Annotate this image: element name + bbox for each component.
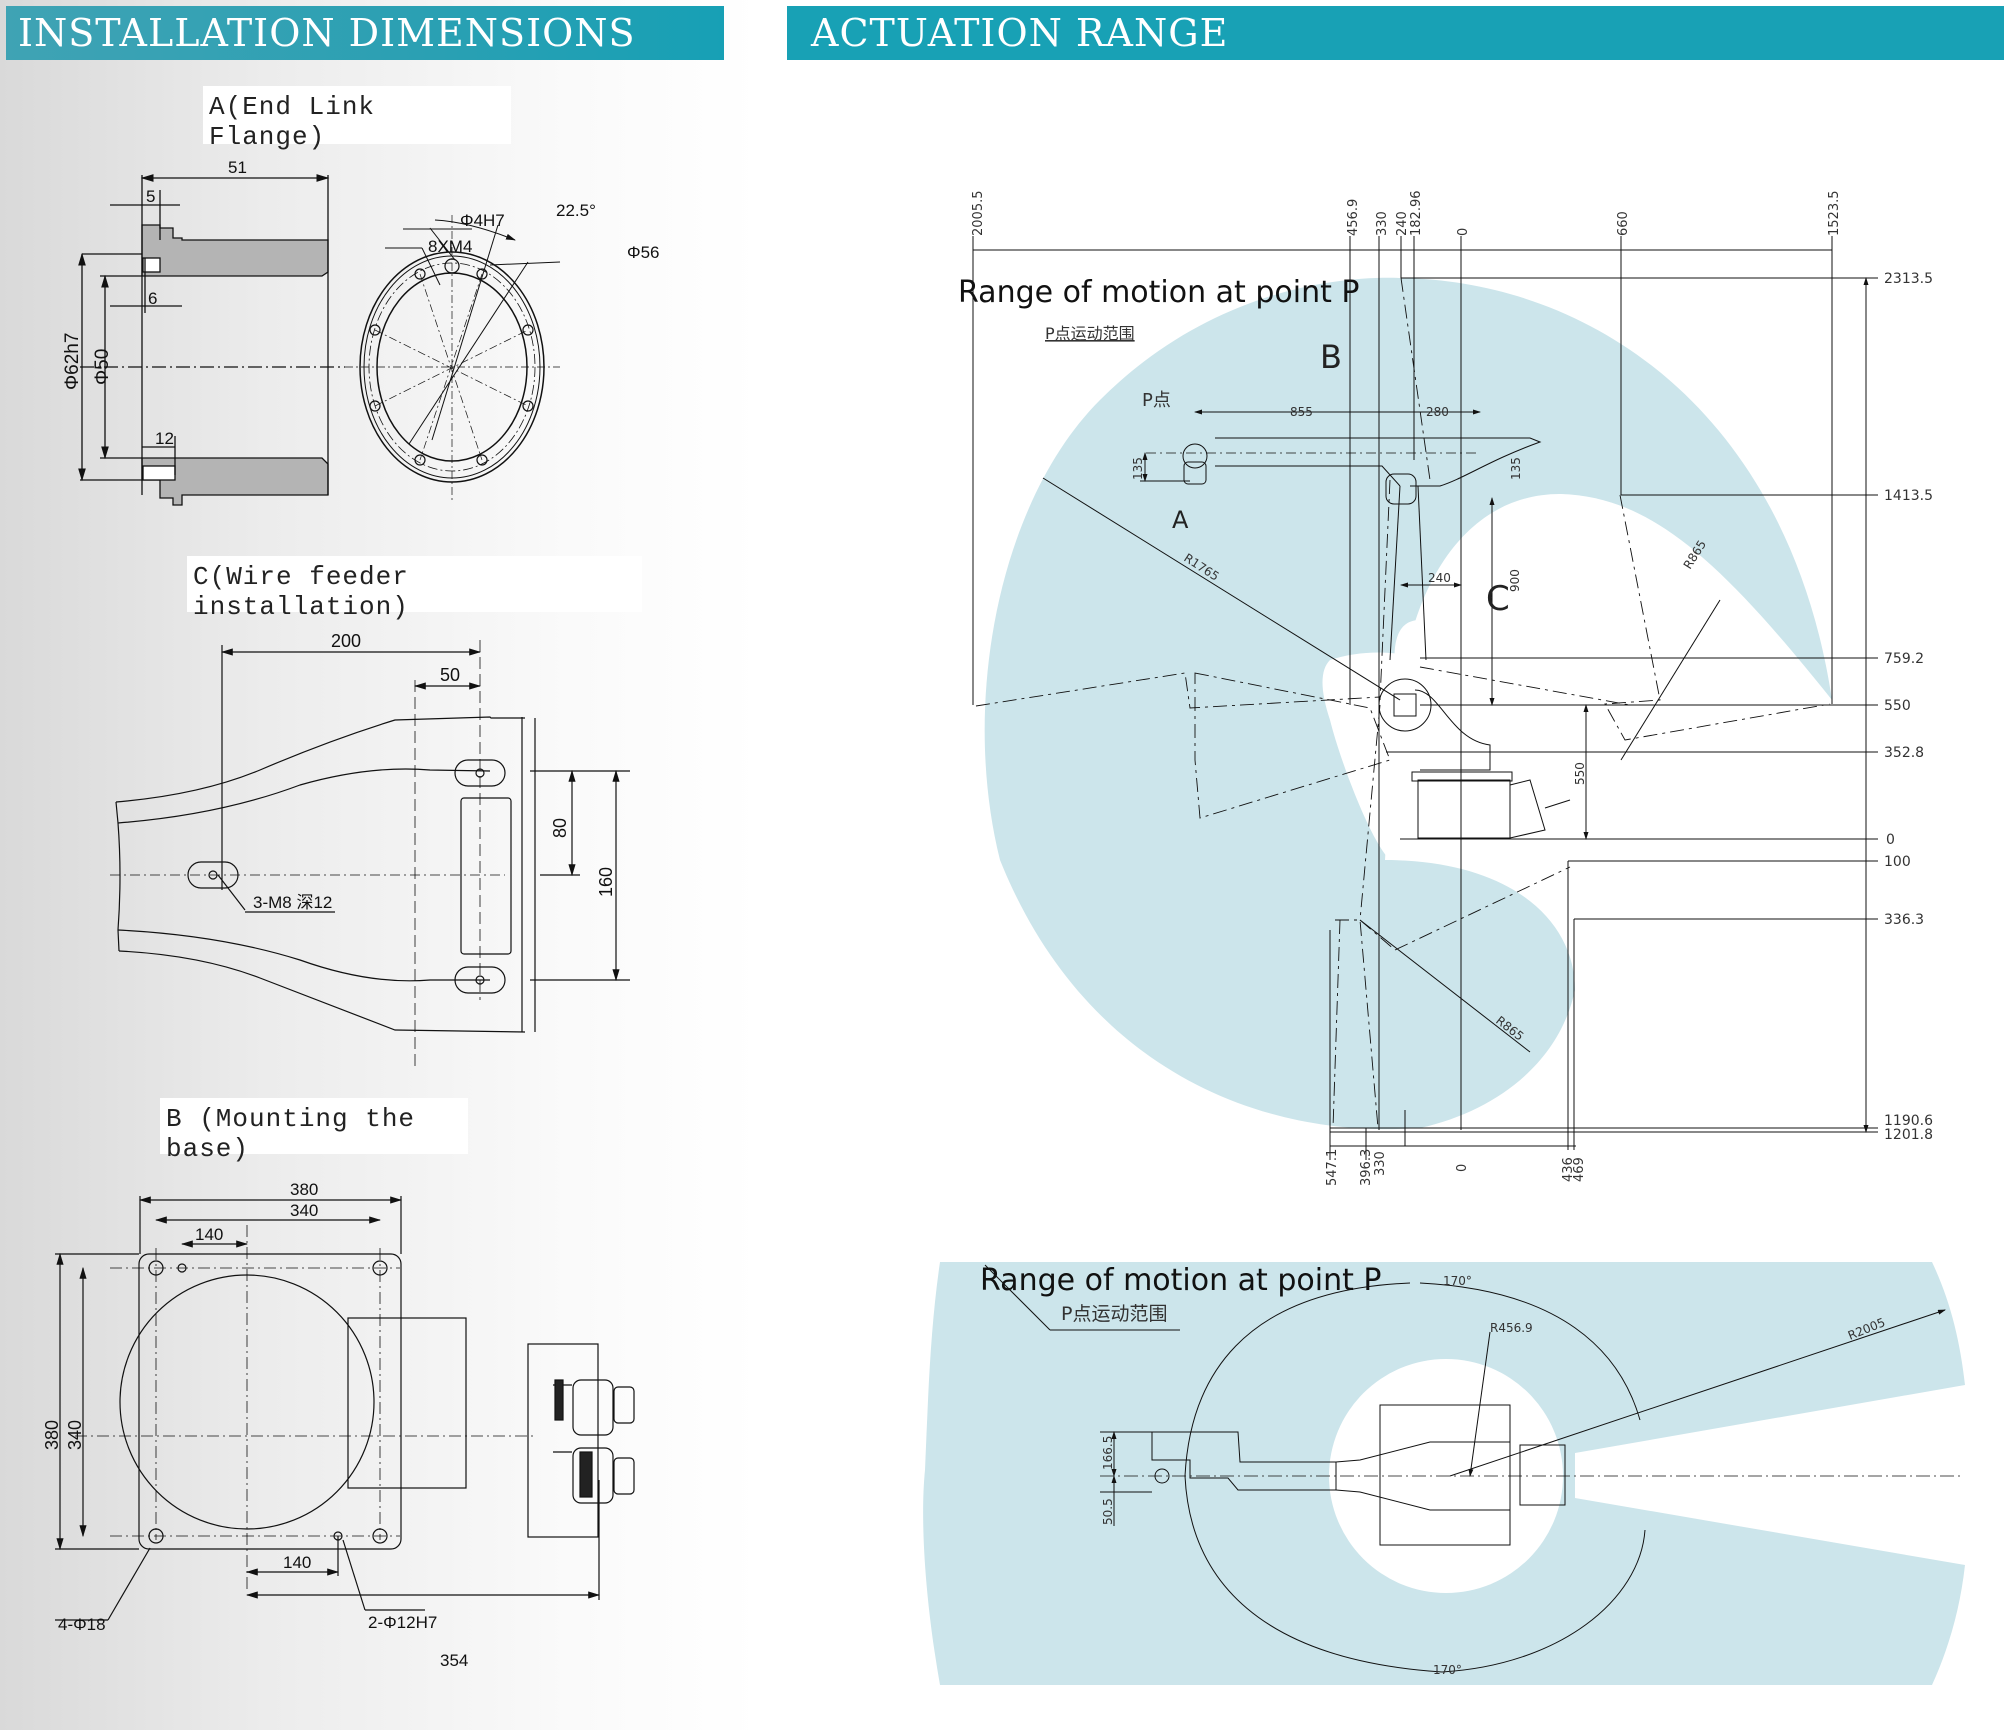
bottom-tick: 396.3 xyxy=(1359,1149,1374,1186)
flange-inner-dia-dim: Φ50 xyxy=(92,349,113,385)
base-pin-holes-dim: 2-Φ12H7 xyxy=(368,1613,437,1632)
offset-dim: 280 xyxy=(1426,405,1449,419)
elbow-dim: 240 xyxy=(1428,571,1451,585)
installation-header-title: INSTALLATION DIMENSIONS xyxy=(18,11,636,55)
bottom-tick: 436 xyxy=(1561,1157,1576,1182)
side-view-workspace xyxy=(984,277,1832,1130)
view-label-c: C xyxy=(1486,579,1510,619)
base-mount-holes-dim: 4-Φ18 xyxy=(58,1615,106,1634)
base-section-label: B (Mounting the base) xyxy=(160,1098,468,1164)
base-outer-width-dim: 380 xyxy=(290,1180,318,1199)
right-tick: 0 xyxy=(1886,832,1895,848)
angle-top-label: 170° xyxy=(1443,1274,1472,1288)
bottom-tick: 330 xyxy=(1373,1151,1388,1176)
base-pin-offset-bottom-dim: 140 xyxy=(283,1553,311,1572)
view-label-b: B xyxy=(1320,338,1342,376)
feeder-offset-dim: 50 xyxy=(440,665,460,685)
flange-bolt-circle-dim: Φ56 xyxy=(627,243,659,262)
right-tick: 759.2 xyxy=(1884,651,1924,667)
right-tick: 352.8 xyxy=(1884,745,1924,761)
bottom-tick-labels: 547.1 396.3 330 0 436 469 xyxy=(1325,1149,1587,1186)
flange-thread-holes-dim: 8XM4 xyxy=(428,237,472,256)
top-view-lines xyxy=(984,1264,1960,1673)
flange-angle-dim: 22.5° xyxy=(556,201,596,220)
top-view-workspace xyxy=(923,1262,1965,1685)
base-drawing xyxy=(55,1196,635,1621)
base-hole-width-dim: 340 xyxy=(290,1201,318,1220)
feeder-pitch-dim: 160 xyxy=(596,867,616,897)
wire-feeder-drawing xyxy=(110,640,630,1070)
top-tick: 240 xyxy=(1395,211,1410,236)
inner-radius-label: R456.9 xyxy=(1490,1321,1533,1335)
side-view-title: Range of motion at point P xyxy=(958,275,1359,310)
view-label-a: A xyxy=(1172,506,1189,534)
right-tick: 550 xyxy=(1884,698,1911,714)
wrist-lower-dim: 50.5 xyxy=(1101,1498,1115,1525)
base-hole-height-dim: 340 xyxy=(65,1420,85,1450)
flange-outer-dia-dim: Φ62h7 xyxy=(62,333,83,390)
side-view-subtitle: P点运动范围 xyxy=(1045,324,1135,343)
p-point-label: P点 xyxy=(1142,390,1171,411)
base-outer-height-dim: 380 xyxy=(42,1420,62,1450)
flange-section-label: A(End Link Flange) xyxy=(203,86,511,152)
flange-bottom-depth-dim: 12 xyxy=(155,429,174,448)
right-tick: 1201.8 xyxy=(1884,1127,1933,1143)
feeder-half-pitch-dim: 80 xyxy=(550,818,570,838)
feeder-span-dim: 200 xyxy=(331,631,361,651)
bottom-tick: 0 xyxy=(1455,1164,1470,1172)
top-tick: 2005.5 xyxy=(971,191,986,237)
wire-feeder-title: C(Wire feeder installation) xyxy=(193,562,409,622)
flange-pin-hole-dim: Φ4H7 xyxy=(460,211,505,230)
right-tick: 336.3 xyxy=(1884,912,1924,928)
top-tick-labels: 2005.5 456.9 330 240 182.96 0 660 1523.5 xyxy=(971,191,1842,237)
right-tick: 1190.6 xyxy=(1884,1113,1933,1129)
bottom-tick: 469 xyxy=(1572,1157,1587,1182)
forearm-dim: 855 xyxy=(1290,405,1313,419)
top-view-title: Range of motion at point P xyxy=(980,1263,1381,1298)
flange-thread-depth-dim: 6 xyxy=(148,289,157,308)
top-tick: 330 xyxy=(1375,211,1390,236)
side-view-lines xyxy=(972,236,1878,1160)
wrist-left-dim: 135 xyxy=(1131,457,1145,480)
bottom-tick: 547.1 xyxy=(1325,1149,1340,1186)
installation-dimensions-header: INSTALLATION DIMENSIONS xyxy=(6,6,724,60)
base-pin-offset-top-dim: 140 xyxy=(195,1225,223,1244)
top-tick: 182.96 xyxy=(1409,191,1424,237)
base-title: B (Mounting the base) xyxy=(166,1104,416,1164)
flange-side-view xyxy=(78,174,345,506)
wrist-right-dim: 135 xyxy=(1509,457,1523,480)
base-height-dim: 550 xyxy=(1573,762,1587,785)
flange-title: A(End Link Flange) xyxy=(209,92,376,152)
flange-length-dim: 51 xyxy=(228,158,247,177)
angle-bottom-label: 170° xyxy=(1433,1663,1462,1677)
right-tick: 100 xyxy=(1884,854,1911,870)
top-tick: 456.9 xyxy=(1346,199,1361,236)
right-tick-labels: 2313.5 1413.5 759.2 550 352.8 0 100 336.… xyxy=(1884,271,1933,1143)
wrist-upper-dim: 166.5 xyxy=(1101,1436,1115,1470)
actuation-range-header: ACTUATION RANGE xyxy=(787,6,2004,60)
actuation-header-title: ACTUATION RANGE xyxy=(811,11,1229,55)
top-tick: 1523.5 xyxy=(1827,191,1842,237)
flange-step-dim: 5 xyxy=(146,187,155,206)
right-tick: 1413.5 xyxy=(1884,488,1933,504)
top-tick: 0 xyxy=(1456,228,1471,236)
base-total-depth-dim: 354 xyxy=(440,1651,468,1670)
right-tick: 2313.5 xyxy=(1884,271,1933,287)
feeder-holes-dim: 3-M8 深12 xyxy=(253,893,332,912)
top-tick: 660 xyxy=(1616,211,1631,236)
upper-arm-dim: 900 xyxy=(1508,569,1522,592)
top-view-subtitle: P点运动范围 xyxy=(1061,1303,1167,1325)
flange-face-view xyxy=(345,215,561,500)
wire-feeder-section-label: C(Wire feeder installation) xyxy=(187,556,642,622)
